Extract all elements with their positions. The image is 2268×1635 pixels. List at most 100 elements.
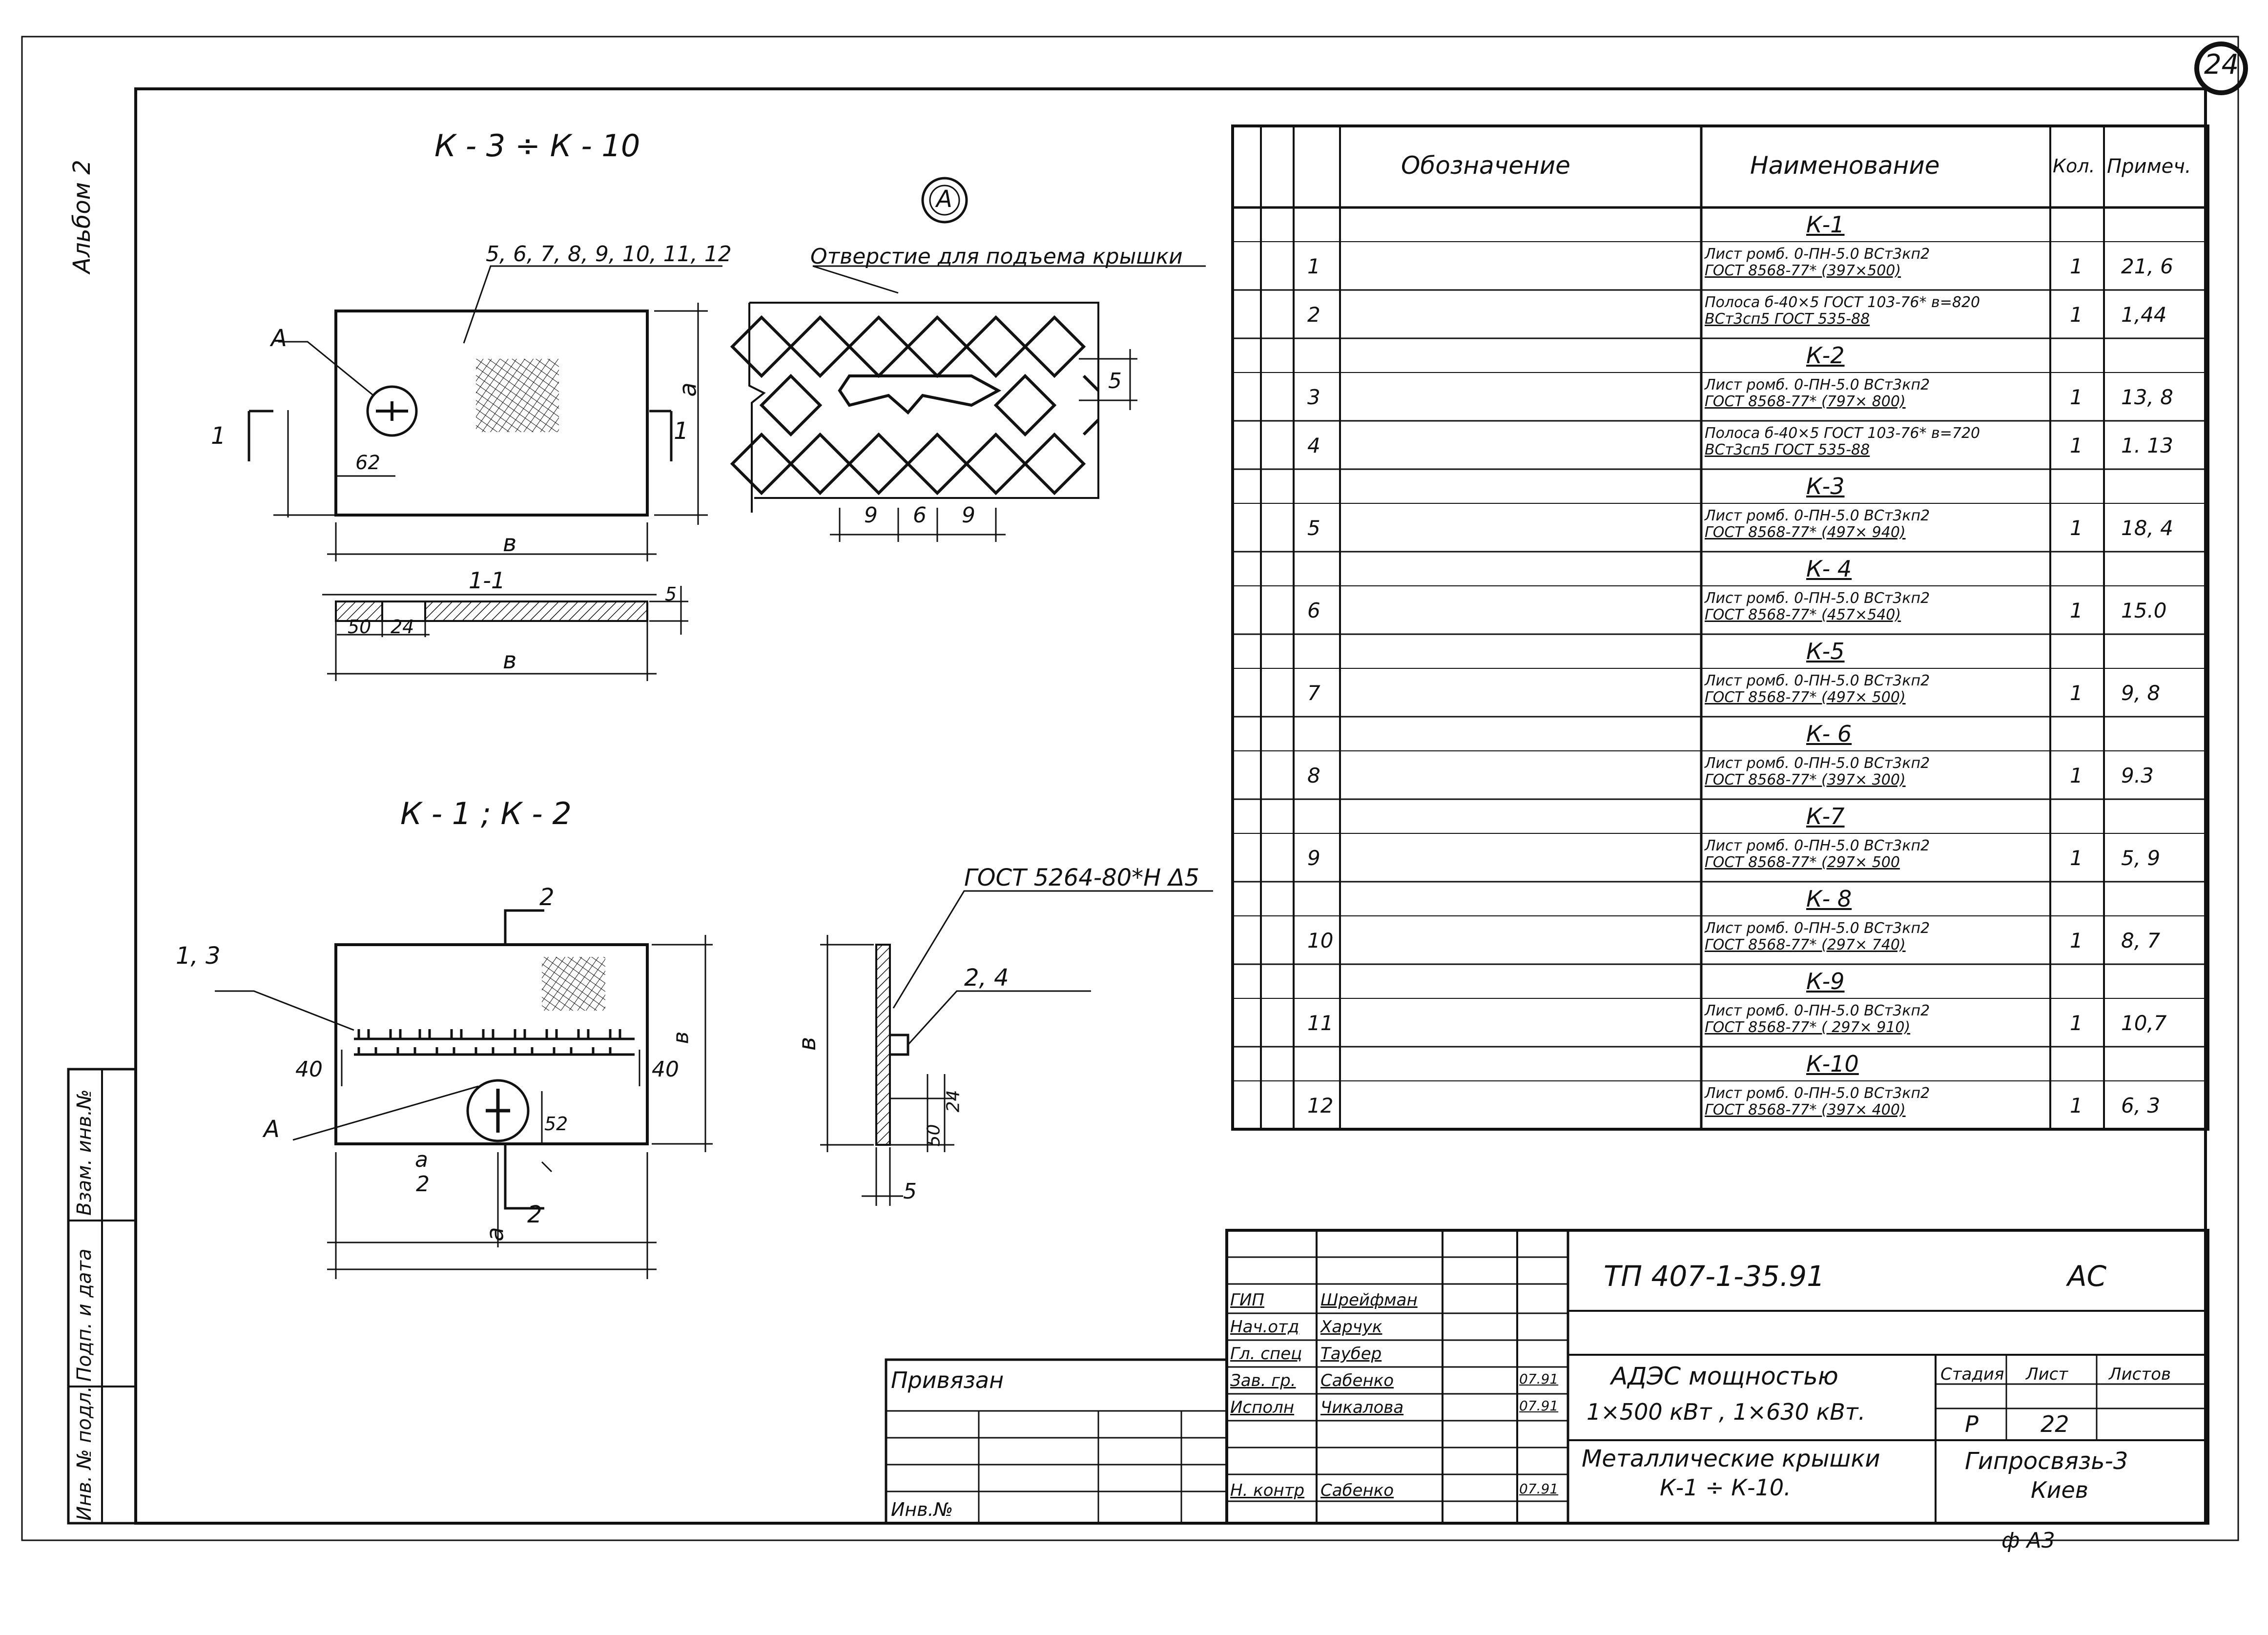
spec-name-line2: ГОСТ 8568-77* (497× 500) xyxy=(1705,689,1906,706)
view-title-k1-k2: К - 1 ; К - 2 xyxy=(400,796,572,831)
org-line1: Гипросвязь-3 xyxy=(1965,1448,2128,1475)
spec-qty: 1 xyxy=(2070,681,2083,705)
spec-pos: 4 xyxy=(1307,433,1320,457)
spec-note: 1. 13 xyxy=(2121,433,2173,457)
cut-1-left: 1 xyxy=(211,422,226,450)
signer-name: Харчук xyxy=(1320,1317,1382,1337)
spec-group-title: К-3 xyxy=(1806,473,1845,499)
spec-group-title: К-1 xyxy=(1806,211,1845,238)
spec-name-line1: Лист ромб. 0-ПН-5.0 ВСт3кп2 xyxy=(1705,755,1930,772)
signer-role: ГИП xyxy=(1230,1290,1264,1310)
cut-1-right: 1 xyxy=(674,417,689,445)
dim-5-side: 5 xyxy=(903,1179,917,1204)
dim-6: 6 xyxy=(913,503,927,528)
doc-code: ТП 407-1-35.91 xyxy=(1604,1260,1825,1293)
spec-name-line1: Лист ромб. 0-ПН-5.0 ВСт3кп2 xyxy=(1705,837,1930,854)
signer-name: Шрейфман xyxy=(1320,1290,1418,1310)
spec-pos: 7 xyxy=(1307,681,1320,705)
spec-pos: 6 xyxy=(1307,598,1320,622)
spec-name-line2: ГОСТ 8568-77* (497× 940) xyxy=(1705,524,1906,541)
object-line1: АДЭС мощностью xyxy=(1611,1362,1838,1390)
spec-note: 21, 6 xyxy=(2121,254,2173,278)
mark-a-top: А xyxy=(271,325,287,352)
dim-a-bottom: а xyxy=(481,1227,509,1242)
section-title-1-1: 1-1 xyxy=(469,567,506,594)
spec-name-line2: ГОСТ 8568-77* (797× 800) xyxy=(1705,393,1906,410)
spec-name-line1: Полоса б-40×5 ГОСТ 103-76* в=820 xyxy=(1705,294,1980,311)
signer-role: Н. контр xyxy=(1230,1481,1305,1500)
plate-k3-k10-plan xyxy=(247,265,722,561)
title-block-grid xyxy=(885,1229,2209,1525)
side-stamp-col1: Инв. № подл. xyxy=(73,1386,96,1521)
cut-2-bottom: 2 xyxy=(527,1201,542,1228)
dim-b-side-right: в xyxy=(668,1031,694,1044)
dim-50-side: 50 xyxy=(924,1124,944,1147)
stage-value: Р xyxy=(1965,1411,1979,1437)
spec-name-line2: ГОСТ 8568-77* (297× 500 xyxy=(1705,854,1900,871)
detail-a xyxy=(730,177,1206,542)
spec-qty: 1 xyxy=(2070,846,2083,870)
spec-group-title: К-5 xyxy=(1806,638,1845,664)
spec-name-line2: ГОСТ 8568-77* (297× 740) xyxy=(1705,936,1906,953)
spec-note: 5, 9 xyxy=(2121,846,2161,870)
spec-qty: 1 xyxy=(2070,1011,2083,1035)
cut-2-top: 2 xyxy=(539,884,555,911)
spec-note: 1,44 xyxy=(2121,302,2167,327)
signer-name: Таубер xyxy=(1320,1344,1382,1364)
sheet-label: Лист xyxy=(2026,1365,2068,1384)
signer-role: Зав. гр. xyxy=(1230,1371,1296,1390)
spec-name-line1: Лист ромб. 0-ПН-5.0 ВСт3кп2 xyxy=(1705,1085,1930,1102)
sheet-number: 24 xyxy=(2204,49,2239,81)
spec-name-line1: Лист ромб. 0-ПН-5.0 ВСт3кп2 xyxy=(1705,507,1930,524)
signer-name: Чикалова xyxy=(1320,1398,1404,1417)
dim-b-side-left: в xyxy=(794,1036,822,1051)
spec-pos: 9 xyxy=(1307,846,1320,870)
signer-role: Гл. спец xyxy=(1230,1344,1302,1364)
spec-pos: 2 xyxy=(1307,302,1320,327)
view-title-k3-k10: К - 3 ÷ К - 10 xyxy=(434,128,640,164)
spec-qty: 1 xyxy=(2070,385,2083,409)
spec-qty: 1 xyxy=(2070,433,2083,457)
dim-62: 62 xyxy=(355,452,380,474)
spec-qty: 1 xyxy=(2070,928,2083,952)
object-line2: 1×500 кВт , 1×630 кВт. xyxy=(1587,1399,1866,1425)
dim-40-right: 40 xyxy=(652,1057,679,1082)
spec-group-title: К- 4 xyxy=(1806,556,1852,582)
inv-no-label: Инв.№ xyxy=(891,1499,953,1520)
dim-b-top: в xyxy=(503,530,517,557)
signer-date: 07.91 xyxy=(1519,1481,1559,1497)
spec-qty: 1 xyxy=(2070,302,2083,327)
header-designation: Обозначение xyxy=(1401,151,1570,180)
spec-pos: 3 xyxy=(1307,385,1320,409)
spec-pos: 5 xyxy=(1307,516,1320,540)
binding-label: Привязан xyxy=(891,1367,1004,1393)
spec-name-line2: ВСт3сп5 ГОСТ 535-88 xyxy=(1705,310,1870,328)
spec-pos: 10 xyxy=(1307,928,1334,952)
spec-name-line1: Лист ромб. 0-ПН-5.0 ВСт3кп2 xyxy=(1705,590,1930,607)
positions-label-top: 5, 6, 7, 8, 9, 10, 11, 12 xyxy=(486,242,732,267)
header-note: Примеч. xyxy=(2107,155,2191,178)
signer-name: Сабенко xyxy=(1320,1481,1394,1500)
dim-50: 50 xyxy=(348,616,371,638)
spec-group-title: К-7 xyxy=(1806,803,1845,829)
dim-a-top: а xyxy=(674,382,702,397)
signer-name: Сабенко xyxy=(1320,1371,1394,1390)
positions-label-side: 2, 4 xyxy=(964,964,1009,992)
spec-pos: 12 xyxy=(1307,1093,1334,1118)
spec-qty: 1 xyxy=(2070,598,2083,622)
detail-a-mark: А xyxy=(936,186,952,213)
spec-name-line2: ГОСТ 8568-77* (457×540) xyxy=(1705,606,1901,623)
spec-note: 18, 4 xyxy=(2121,516,2173,540)
dim-9-a: 9 xyxy=(864,503,878,528)
album-label: Альбом 2 xyxy=(68,160,96,273)
spec-note: 13, 8 xyxy=(2121,385,2173,409)
doc-mark: АС xyxy=(2067,1260,2107,1293)
spec-group-title: К-10 xyxy=(1806,1051,1859,1077)
spec-name-line2: ГОСТ 8568-77* (397× 400) xyxy=(1705,1101,1906,1118)
spec-note: 9.3 xyxy=(2121,763,2154,787)
side-section xyxy=(820,890,1213,1206)
spec-name-line2: ГОСТ 8568-77* ( 297× 910) xyxy=(1705,1019,1911,1036)
dim-half-a-den: 2 xyxy=(416,1172,430,1197)
side-stamp-col2: Подп. и дата xyxy=(73,1248,96,1382)
